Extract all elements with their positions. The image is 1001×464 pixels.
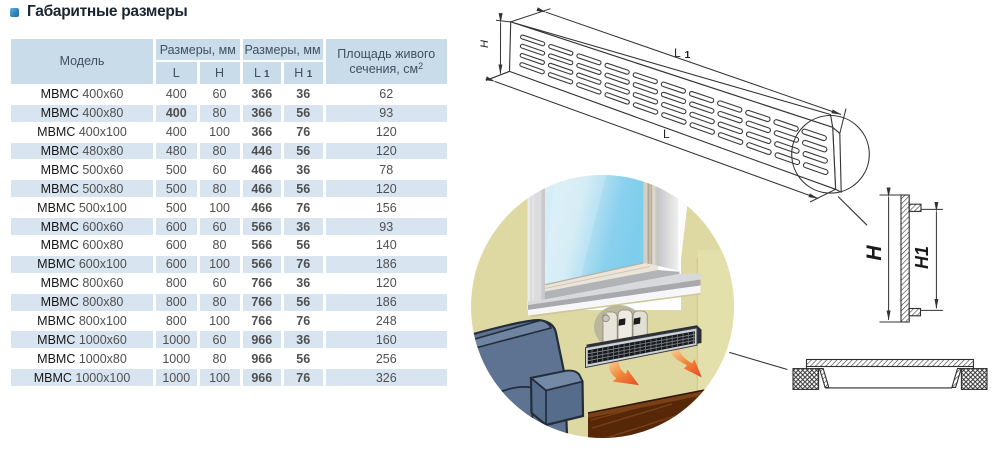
svg-text:1: 1	[685, 49, 691, 61]
svg-text:L: L	[663, 127, 670, 141]
svg-text:H1: H1	[912, 246, 932, 269]
svg-text:H: H	[479, 40, 491, 48]
svg-text:L: L	[674, 46, 681, 60]
svg-text:H: H	[863, 245, 886, 261]
